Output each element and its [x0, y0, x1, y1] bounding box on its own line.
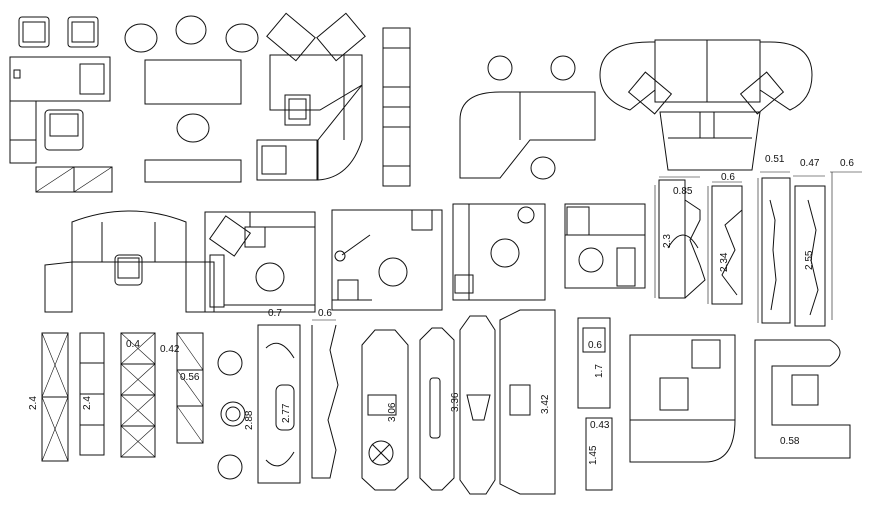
corner-workstation-block [256, 12, 366, 181]
ornate-cabinet-3 [459, 315, 496, 495]
dim-label-w: 0.43 [590, 420, 610, 431]
dim-label-t: 3.42 [540, 394, 551, 414]
dim-label-q: 2.77 [281, 403, 292, 423]
armchair-block-1 [18, 16, 50, 48]
dim-label-a: 0.7 [268, 308, 282, 319]
dim-label-f: 0.85 [673, 186, 693, 197]
armchair-block-2 [67, 16, 99, 48]
executive-curved-desk-block [599, 39, 813, 171]
workstation-pod-block [564, 203, 646, 289]
dimension-lines-row2 [654, 171, 862, 323]
dim-label-n: 0.42 [160, 344, 180, 355]
dim-label-s: 3.36 [450, 392, 461, 412]
round-table-block [217, 350, 246, 480]
dim-label-v: 1.7 [594, 364, 605, 378]
u-desk-block [629, 334, 736, 463]
dim-label-y: 0.58 [780, 436, 800, 447]
c-desk-block [754, 339, 851, 459]
elevation-profile-4 [794, 185, 826, 327]
desk-with-return-block [9, 56, 111, 164]
manager-office-block [331, 209, 443, 311]
dim-label-d: 0.47 [800, 158, 820, 169]
dim-label-h: 2.3 [662, 234, 673, 248]
dim-label-x: 1.45 [588, 445, 599, 465]
dim-label-l: 2.4 [82, 396, 93, 410]
elevation-profile-1 [658, 179, 706, 299]
dim-label-u: 0.6 [588, 340, 602, 351]
elevation-profile-2 [711, 185, 743, 305]
conference-table-block [124, 15, 259, 183]
locker-block-4 [176, 332, 204, 444]
narrow-cabinet-block [577, 317, 613, 491]
dim-label-g: 0.6 [721, 172, 735, 183]
locker-block-1 [41, 332, 69, 462]
meeting-office-block [452, 203, 546, 301]
sofa-block [257, 324, 301, 484]
wall-profile-1 [311, 319, 339, 479]
dim-label-b: 0.6 [318, 308, 332, 319]
tall-shelf-block [382, 27, 411, 187]
dim-label-o: 0.56 [180, 372, 200, 383]
locker-block-2 [79, 332, 105, 456]
ornate-cabinet-4 [499, 309, 556, 495]
dim-label-p: 2.88 [244, 410, 255, 430]
l-shaped-office-block [204, 211, 316, 313]
dim-label-i: 2.34 [719, 252, 730, 272]
dim-label-k: 2.4 [28, 396, 39, 410]
ornate-cabinet-1 [361, 329, 409, 491]
locker-block-3 [120, 332, 156, 458]
curved-l-desk-block [459, 55, 596, 180]
dim-label-m: 0.4 [126, 339, 140, 350]
elevation-profile-3 [761, 177, 791, 324]
dim-label-j: 2.55 [804, 250, 815, 270]
dim-label-r: 3.06 [387, 402, 398, 422]
file-cabinet-block [35, 166, 113, 193]
dim-label-e: 0.6 [840, 158, 854, 169]
ornate-cabinet-2 [419, 327, 455, 491]
dim-label-c: 0.51 [765, 154, 785, 165]
reception-counter-block [44, 210, 215, 313]
